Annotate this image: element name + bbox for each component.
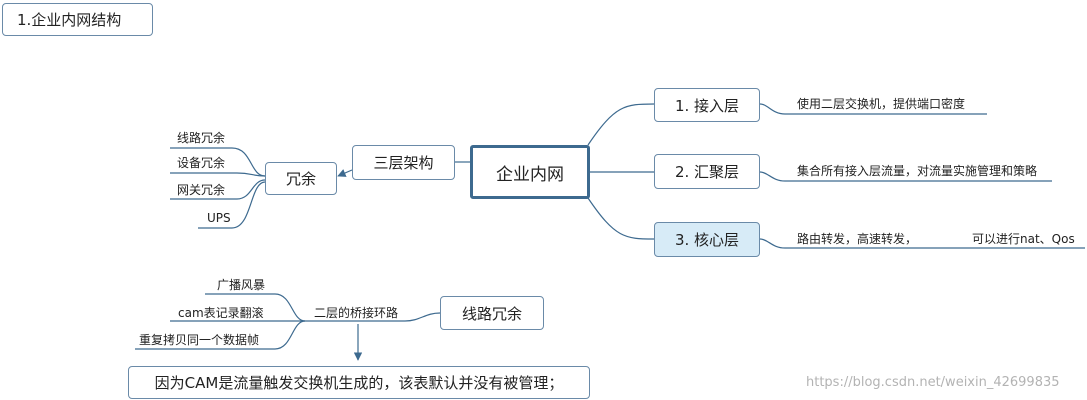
note-core-layer: 路由转发，高速转发， bbox=[797, 232, 918, 246]
bridge-loop-label: 二层的桥接环路 bbox=[314, 306, 399, 320]
redundancy-item: 线路冗余 bbox=[177, 131, 226, 145]
page-title: 1.企业内网结构 bbox=[2, 3, 153, 36]
note-core-layer-extra: 可以进行nat、Qos bbox=[972, 232, 1075, 246]
watermark: https://blog.csdn.net/weixin_42699835 bbox=[806, 375, 1060, 390]
node-line-redundancy[interactable]: 线路冗余 bbox=[440, 296, 544, 330]
node-aggregation-layer[interactable]: 2. 汇聚层 bbox=[654, 154, 760, 189]
redundancy-item: 网关冗余 bbox=[177, 183, 226, 197]
root-node[interactable]: 企业内网 bbox=[470, 145, 590, 199]
redundancy-item: 设备冗余 bbox=[177, 156, 226, 170]
loop-item: 广播风暴 bbox=[217, 278, 266, 292]
note-access-layer: 使用二层交换机，提供端口密度 bbox=[797, 97, 966, 111]
node-access-layer[interactable]: 1. 接入层 bbox=[654, 88, 760, 122]
reason-node[interactable]: 因为CAM是流量触发交换机生成的，该表默认并没有被管理； bbox=[128, 366, 590, 399]
node-redundancy[interactable]: 冗余 bbox=[265, 162, 337, 195]
loop-item: cam表记录翻滚 bbox=[178, 306, 264, 320]
node-three-layer[interactable]: 三层架构 bbox=[352, 145, 455, 180]
redundancy-item: UPS bbox=[207, 211, 231, 225]
loop-item: 重复拷贝同一个数据帧 bbox=[139, 333, 260, 347]
note-aggregation-layer: 集合所有接入层流量，对流量实施管理和策略 bbox=[797, 164, 1038, 178]
node-core-layer[interactable]: 3. 核心层 bbox=[654, 222, 760, 257]
